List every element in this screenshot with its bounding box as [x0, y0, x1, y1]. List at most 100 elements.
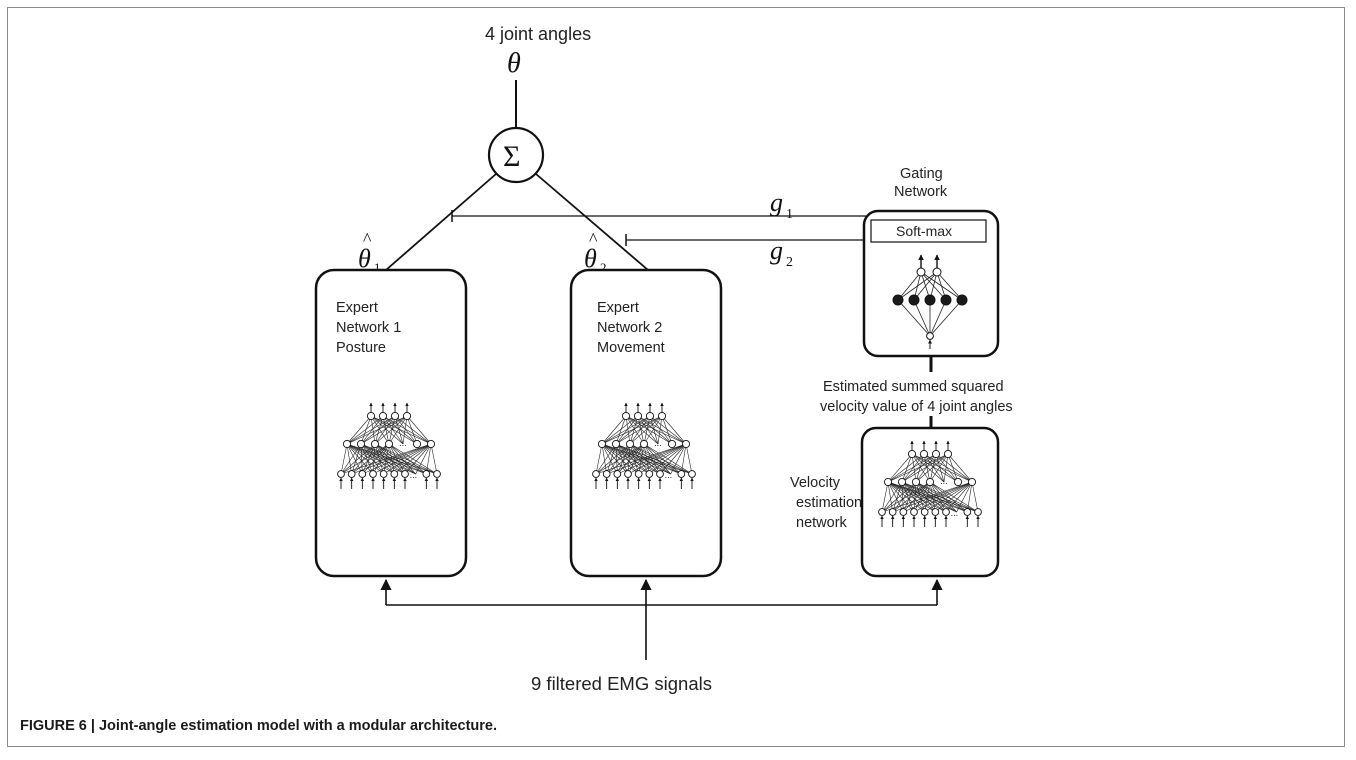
velocity-neural-net: ......	[878, 440, 982, 527]
net-edge	[388, 443, 427, 475]
sum-node	[487, 126, 545, 184]
net-edge	[340, 443, 348, 475]
net-edge	[929, 299, 947, 337]
net-edge	[625, 415, 631, 445]
net-edge	[615, 443, 693, 475]
net-edge	[374, 443, 438, 475]
net-edge	[601, 443, 650, 475]
net-edge	[661, 415, 673, 445]
net-edge	[615, 415, 651, 445]
output-neuron	[366, 411, 376, 421]
line-to-expert-2	[535, 173, 649, 271]
output-neuron	[931, 449, 941, 459]
net-edge	[601, 443, 693, 475]
input-neuron	[624, 470, 632, 478]
net-edge	[649, 415, 659, 445]
net-edge	[901, 481, 947, 513]
hidden-ellipsis: ...	[940, 476, 948, 486]
net-edge	[615, 443, 639, 475]
net-edge	[340, 443, 362, 475]
net-edge	[685, 443, 693, 475]
net-edge	[643, 415, 651, 445]
input-ellipsis: ...	[410, 470, 418, 480]
hidden-neuron	[611, 439, 621, 449]
net-edge	[615, 443, 661, 475]
net-edge	[360, 443, 406, 475]
net-edge	[911, 453, 931, 483]
net-edge	[643, 443, 693, 475]
input-neuron	[337, 470, 345, 478]
net-edge	[394, 415, 404, 445]
net-edge	[374, 443, 406, 475]
hidden-neuron	[897, 477, 907, 487]
net-edge	[601, 415, 663, 445]
net-edge	[881, 481, 903, 513]
net-edge	[606, 443, 631, 475]
net-edge	[374, 415, 396, 445]
expert-2-line1: Expert	[597, 300, 639, 316]
net-edge	[887, 481, 925, 513]
net-edge	[601, 443, 661, 475]
theta-hat-1-sub: 1	[374, 260, 381, 275]
net-edge	[911, 453, 959, 483]
net-edge	[340, 443, 376, 475]
net-edge	[382, 415, 390, 445]
net-edge	[915, 481, 968, 513]
architecture-diagram: 4 joint angles θ Σ g 1 g 2 ^ θ 1 ^ θ 2 E…	[314, 24, 1013, 694]
net-edge	[360, 415, 372, 445]
net-edge	[643, 443, 671, 475]
net-edge	[923, 453, 931, 483]
net-edge	[887, 453, 949, 483]
net-edge	[901, 481, 968, 513]
net-edge	[406, 415, 432, 445]
hidden-ellipsis: ...	[399, 438, 407, 448]
net-edge	[915, 481, 979, 513]
net-edge	[901, 481, 925, 513]
net-edge	[887, 481, 904, 513]
net-edge	[901, 453, 913, 483]
net-edge	[346, 443, 374, 475]
output-neuron	[645, 411, 655, 421]
net-edge	[388, 415, 408, 445]
net-edge	[887, 481, 893, 513]
net-edge	[370, 415, 432, 445]
net-edge	[370, 415, 390, 445]
net-edge	[346, 443, 416, 475]
velocity-net-line3: network	[796, 515, 848, 531]
gating-hidden-neuron	[908, 294, 920, 306]
net-edge	[887, 481, 968, 513]
input-neuron	[645, 470, 654, 478]
net-edge	[629, 443, 639, 475]
net-edge	[601, 443, 671, 475]
output-neuron	[919, 449, 929, 459]
net-edge	[388, 443, 438, 475]
net-edge	[649, 415, 673, 445]
net-edge	[915, 481, 947, 513]
net-edge	[601, 443, 639, 475]
input-neuron	[888, 508, 897, 516]
hidden-neuron	[925, 477, 935, 487]
net-edge	[929, 481, 979, 513]
net-edge	[601, 415, 627, 445]
net-edge	[615, 443, 671, 475]
net-edge	[649, 415, 687, 445]
hidden-neuron	[883, 477, 893, 487]
g2-label: g	[770, 236, 783, 265]
expert-2-line3: Movement	[597, 340, 665, 356]
net-edge	[370, 415, 418, 445]
gating-hidden-neuron	[924, 294, 936, 306]
net-edge	[374, 415, 408, 445]
net-edge	[346, 443, 438, 475]
net-edge	[351, 443, 376, 475]
net-edge	[901, 481, 979, 513]
net-edge	[615, 443, 682, 475]
net-edge	[627, 443, 631, 475]
net-edge	[887, 453, 925, 483]
net-edge	[346, 443, 406, 475]
hidden-neuron	[384, 439, 394, 449]
net-edge	[901, 453, 925, 483]
input-neuron	[931, 508, 940, 516]
expert-1-line1: Expert	[336, 300, 378, 316]
net-edge	[657, 415, 663, 445]
net-edge	[637, 415, 687, 445]
